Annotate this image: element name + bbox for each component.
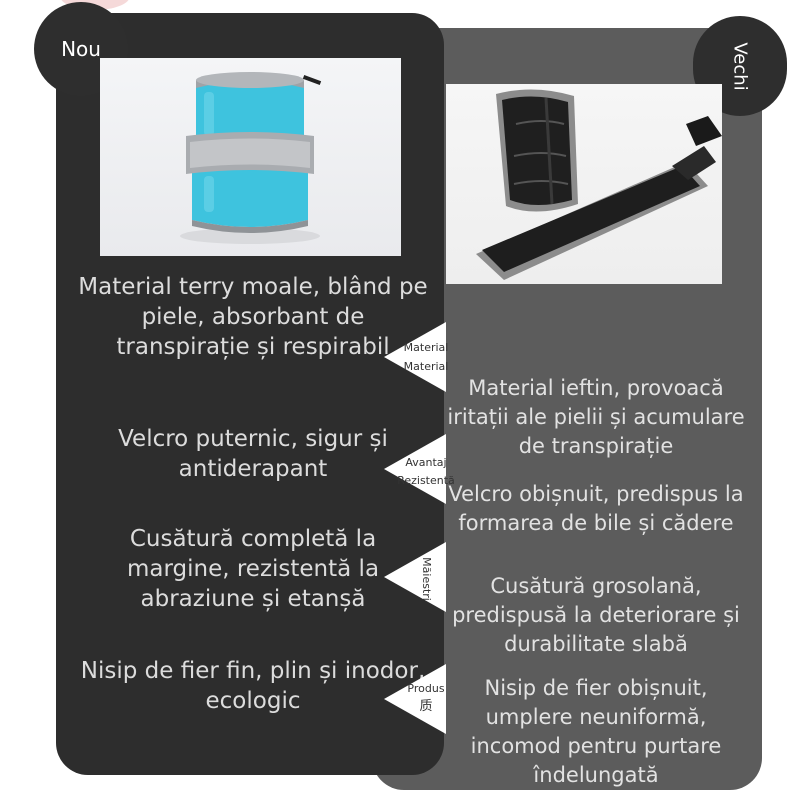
marker-durability: Avantaj Rezistentă xyxy=(382,434,455,504)
marker-product-line2: 质 xyxy=(419,699,433,714)
old-feature-stitching: Cusătură grosolană, predispusă la deteri… xyxy=(452,574,740,656)
new-feature-filling: Nisip de fier fin, plin și inodor, ecolo… xyxy=(80,658,426,714)
marker-durability-line1: Avantaj xyxy=(405,456,447,469)
marker-material-line1: Material xyxy=(403,341,449,354)
old-feature-filling: Nisip de fier obișnuit, umplere neunifor… xyxy=(470,676,722,787)
marker-craftsmanship-line1: Măiestri xyxy=(420,557,433,601)
marker-craftsmanship: Măiestri xyxy=(382,542,452,612)
old-feature-velcro: Velcro obișnuit, predispus la formarea d… xyxy=(448,482,744,535)
marker-material-line2: Material xyxy=(403,360,449,373)
new-product-photo xyxy=(100,58,401,256)
blue-ankle-weight-image xyxy=(180,72,322,244)
marker-product: Produs 质 xyxy=(382,664,452,734)
new-feature-material: Material terry moale, blând pe piele, ab… xyxy=(78,274,428,360)
old-feature-material: Material ieftin, provoacă iritații ale p… xyxy=(447,376,745,458)
marker-product-line1: Produs xyxy=(407,682,445,695)
new-feature-stitching: Cusătură completă la margine, rezistentă… xyxy=(126,526,380,612)
old-badge-label: Vechi xyxy=(729,41,751,91)
marker-durability-line2: Rezistentă xyxy=(397,474,455,487)
old-product-photo xyxy=(446,84,722,284)
new-badge-label: Nou xyxy=(61,37,101,61)
marker-material: Material Material xyxy=(382,322,452,392)
black-ankle-weight-image xyxy=(476,89,722,280)
new-feature-velcro: Velcro puternic, sigur și antiderapant xyxy=(118,426,388,482)
